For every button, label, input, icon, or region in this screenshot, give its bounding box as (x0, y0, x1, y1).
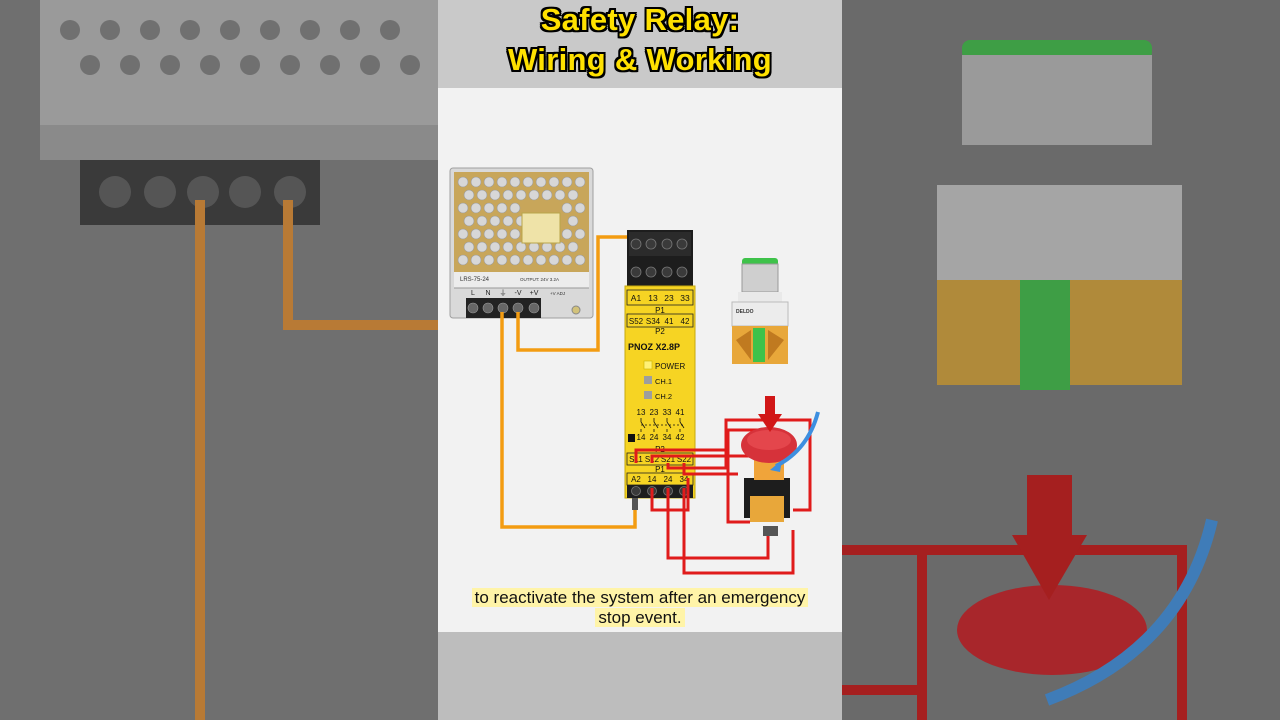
relay-terminal-23: 23 (664, 293, 674, 303)
relay-terminal-s52: S52 (629, 317, 644, 326)
emergency-stop-button (741, 427, 797, 536)
caption-line-1: to reactivate the system after an emerge… (471, 588, 809, 607)
subtitle-caption: to reactivate the system after an emerge… (448, 588, 832, 628)
contact-symbols (640, 418, 685, 432)
relay-terminal-s22: S22 (677, 455, 692, 464)
contact-top-13: 13 (637, 408, 646, 417)
led-power (643, 360, 653, 370)
psu-model-label: LRS-75-24 (460, 277, 490, 283)
relay-group-p2-top: P2 (655, 327, 665, 336)
title-line-2: Wiring & Working (508, 42, 772, 77)
caption-line-2: stop event. (595, 608, 685, 627)
relay-group-p1-top: P1 (655, 306, 665, 315)
relay-terminal-s34: S34 (646, 317, 661, 326)
relay-terminal-34: 34 (680, 475, 689, 484)
press-arrow-icon (758, 396, 782, 432)
led-ch2-label: CH.2 (655, 392, 672, 401)
left-blurred-background (0, 0, 438, 720)
twist-release-arrow-icon (775, 411, 820, 468)
led-ch2 (644, 391, 652, 399)
red-wires (634, 418, 812, 575)
relay-model-label: PNOZ X2.8P (628, 342, 680, 352)
contact-top-41: 41 (676, 408, 685, 417)
button-brand-label: DELDO (736, 309, 754, 315)
psu-terminal-n-label: N (485, 290, 490, 297)
power-supply-zoom-graphic (0, 0, 438, 720)
psu-terminal-minus-v-label: -V (515, 290, 522, 297)
title-line-1: Safety Relay: (540, 2, 740, 37)
led-power-label: POWER (655, 362, 685, 371)
bottom-band (438, 632, 842, 720)
relay-terminal-13: 13 (648, 293, 658, 303)
right-blurred-background (842, 0, 1280, 720)
contact-bottom-34: 34 (663, 433, 672, 442)
led-ch1-label: CH.1 (655, 377, 672, 386)
relay-terminal-s21: S21 (661, 455, 676, 464)
relay-terminal-24: 24 (664, 475, 673, 484)
relay-terminal-14: 14 (648, 475, 657, 484)
contact-top-33: 33 (663, 408, 672, 417)
relay-terminal-a2: A2 (631, 475, 641, 484)
relay-terminal-41: 41 (665, 317, 674, 326)
psu-adjust-label: +V ADJ (550, 291, 565, 296)
contact-bottom-14: 14 (637, 433, 646, 442)
buttons-zoom-graphic (842, 0, 1280, 720)
relay-terminal-33: 33 (680, 293, 690, 303)
twist-arrow-head-icon (770, 460, 782, 472)
main-video-frame: Safety Relay: Wiring & Working LRS-75-24… (438, 0, 842, 720)
power-supply: LRS-75-24 OUTPUT: 24V 3.2A L N ⏚ -V +V +… (449, 167, 594, 319)
led-ch1 (644, 376, 652, 384)
title-band (438, 0, 842, 88)
psu-output-label: OUTPUT: 24V 3.2A (520, 277, 559, 282)
psu-terminal-plus-v-label: +V (530, 290, 539, 297)
contact-bottom-42: 42 (676, 433, 685, 442)
reset-push-button: DELDO (731, 258, 789, 364)
relay-group-p1-bottom: P1 (655, 465, 665, 474)
relay-warning-icon (628, 434, 635, 442)
contact-top-23: 23 (650, 408, 659, 417)
relay-terminal-42: 42 (681, 317, 690, 326)
psu-terminal-l-label: L (471, 290, 475, 297)
contact-bottom-24: 24 (650, 433, 659, 442)
psu-terminal-ground-label: ⏚ (500, 289, 507, 297)
wiring-diagram: LRS-75-24 OUTPUT: 24V 3.2A L N ⏚ -V +V +… (449, 167, 820, 575)
relay-terminal-a1: A1 (631, 293, 642, 303)
